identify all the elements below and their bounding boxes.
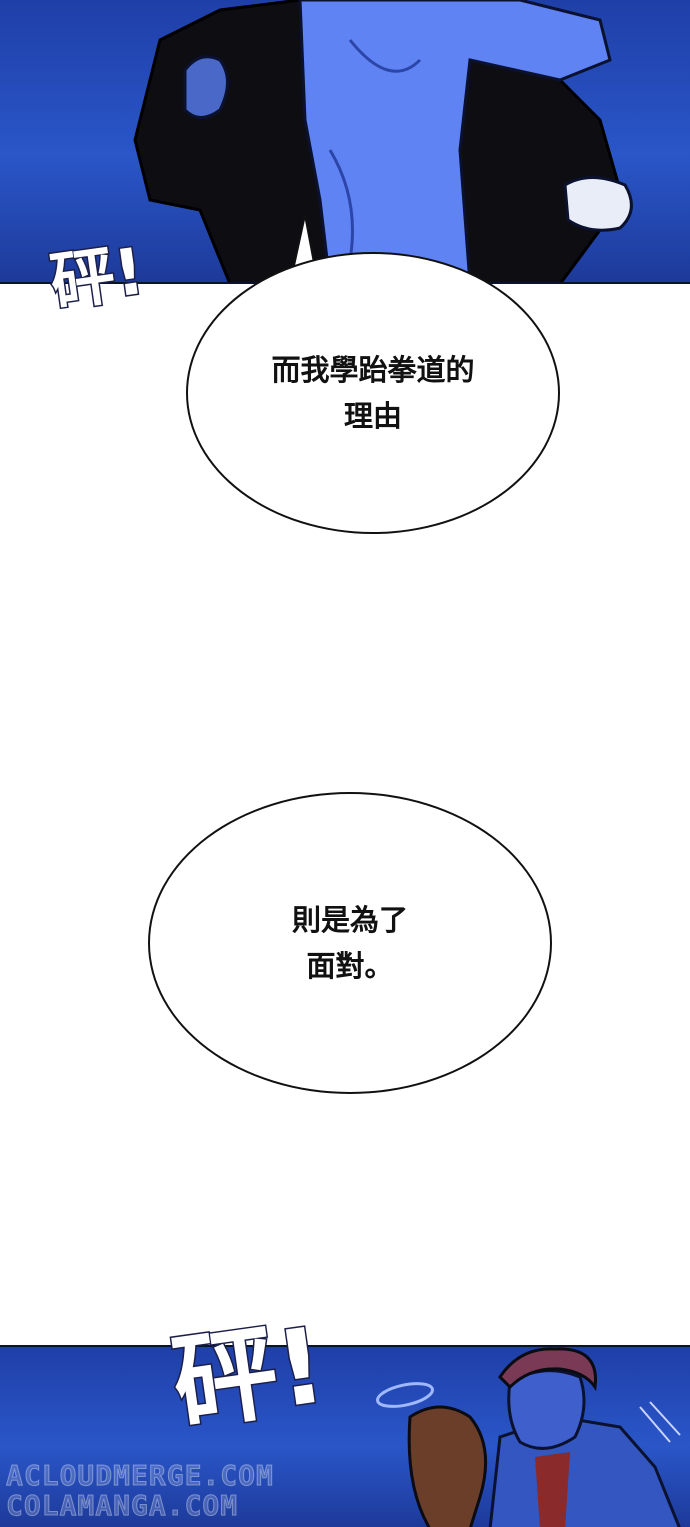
speech-bubble-second-text: 則是為了 面對。 [291,903,408,983]
speech-bubble-first: 而我學跆拳道的 理由 [186,252,560,534]
sound-effect-bottom: 砰! [164,1302,334,1447]
watermark-line-1: ACLOUDMERGE.COM [6,1459,274,1493]
fighters-illustration [133,0,633,282]
bottom-comic-panel: ACLOUDMERGE.COM COLAMANGA.COM [0,1345,690,1527]
speech-bubble-second: 則是為了 面對。 [148,792,552,1094]
sound-effect-top: 砰! [45,233,151,322]
speech-bubble-first-text: 而我學跆拳道的 理由 [271,353,475,433]
boy-with-target-illustration [376,1347,681,1527]
watermark-line-2: COLAMANGA.COM [5,1489,239,1523]
top-comic-panel [0,0,690,284]
